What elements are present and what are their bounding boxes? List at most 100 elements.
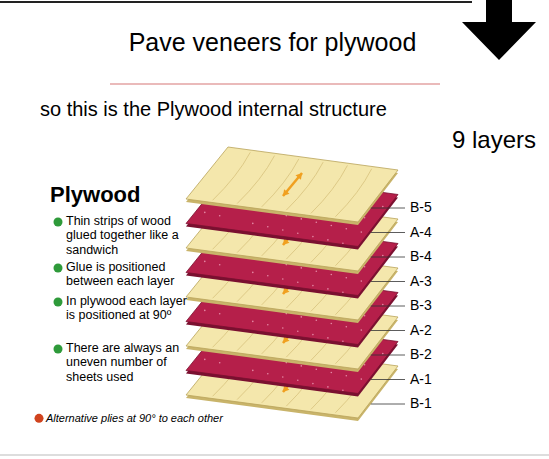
leader-line	[371, 404, 405, 405]
note-dot	[35, 414, 44, 423]
bullet-dot	[54, 264, 63, 273]
glue-speck	[267, 275, 269, 277]
leader-line	[371, 355, 405, 356]
glue-speck	[282, 278, 284, 280]
leader-line	[371, 306, 405, 307]
leader-line	[371, 208, 405, 209]
glue-speck	[361, 329, 363, 331]
glue-speck	[382, 304, 384, 306]
glue-speck	[219, 264, 221, 266]
grain-arrowhead	[283, 189, 290, 196]
page-title: Pave veneers for plywood	[0, 28, 545, 57]
glue-speck	[297, 233, 299, 235]
bullet-dots	[35, 218, 63, 423]
bullet-dot	[54, 218, 63, 227]
glue-speck	[301, 218, 303, 220]
ply-label: B-5	[410, 199, 470, 215]
glue-speck	[301, 267, 303, 269]
glue-speck	[252, 272, 254, 274]
leader-line	[371, 330, 405, 331]
ply-label: B-2	[410, 346, 470, 362]
glue-speck	[252, 370, 254, 372]
glue-speck	[346, 277, 348, 279]
section-heading: Plywood	[50, 182, 200, 207]
glue-speck	[312, 383, 314, 385]
glue-speck	[342, 242, 344, 244]
glue-speck	[327, 288, 329, 290]
frame-line	[0, 455, 549, 456]
glue-speck	[331, 274, 333, 276]
glue-speck	[282, 327, 284, 329]
veneer-ply	[186, 147, 398, 222]
glue-speck	[327, 386, 329, 388]
glue-speck	[316, 270, 318, 272]
glue-speck	[361, 280, 363, 282]
glue-speck	[327, 239, 329, 241]
leader-line	[371, 232, 405, 233]
glue-speck	[316, 221, 318, 223]
glue-speck	[219, 215, 221, 217]
leader-line	[371, 379, 405, 380]
bullet-text: There are always an uneven number of she…	[66, 341, 190, 384]
glue-speck	[327, 337, 329, 339]
glue-speck	[282, 229, 284, 231]
glue-speck	[204, 359, 206, 361]
caption-note: Alternative plies at 90° to each other	[46, 412, 276, 425]
glue-speck	[301, 316, 303, 318]
glue-speck	[331, 323, 333, 325]
ply-label: B-3	[410, 297, 470, 313]
glue-speck	[342, 340, 344, 342]
leader-line	[371, 281, 405, 282]
grain-arrowhead	[296, 173, 303, 180]
wood-grain	[213, 152, 251, 200]
glue-speck	[267, 324, 269, 326]
glue-speck	[342, 389, 344, 391]
glue-speck	[267, 226, 269, 228]
glue-speck	[312, 334, 314, 336]
layer-count: 9 layers	[452, 126, 547, 154]
glue-speck	[346, 228, 348, 230]
wood-grain	[335, 169, 371, 217]
bullet-dot	[54, 298, 63, 307]
wood-grain	[237, 156, 274, 204]
ply-label: B-4	[410, 248, 470, 264]
title-rule	[110, 83, 440, 85]
glue-speck	[361, 378, 363, 380]
glue-speck	[204, 310, 206, 312]
glue-speck	[312, 236, 314, 238]
ply-label: A-1	[410, 371, 470, 387]
glue-speck	[219, 362, 221, 364]
glue-speck	[316, 319, 318, 321]
glue-speck	[282, 376, 284, 378]
glue-speck	[382, 255, 384, 257]
ply-label: A-2	[410, 322, 470, 338]
ply-label: B-1	[410, 395, 470, 411]
down-arrow	[462, 0, 536, 60]
grain-arrow	[283, 173, 302, 196]
glue-speck	[382, 353, 384, 355]
glue-speck	[382, 206, 384, 208]
bullet-text: In plywood each layer is positioned at 9…	[66, 294, 190, 323]
glue-speck	[361, 231, 363, 233]
leader-line	[371, 257, 405, 258]
ply-label: A-3	[410, 273, 470, 289]
glue-speck	[346, 326, 348, 328]
bullet-text: Glue is positioned between each layer	[66, 260, 190, 289]
glue-speck	[252, 321, 254, 323]
glue-speck	[204, 261, 206, 263]
bullet-dot	[54, 345, 63, 354]
subtitle: so this is the Plywood internal structur…	[40, 98, 460, 121]
glue-speck	[297, 282, 299, 284]
glue-speck	[316, 368, 318, 370]
glue-speck	[346, 375, 348, 377]
glue-speck	[331, 225, 333, 227]
glue-speck	[331, 372, 333, 374]
glue-speck	[301, 365, 303, 367]
ply-label: A-4	[410, 224, 470, 240]
ply-stack	[186, 147, 405, 421]
glue-speck	[312, 285, 314, 287]
glue-speck	[219, 313, 221, 315]
glue-speck	[204, 212, 206, 214]
frame-line	[0, 1, 472, 3]
wood-grain	[311, 165, 348, 213]
